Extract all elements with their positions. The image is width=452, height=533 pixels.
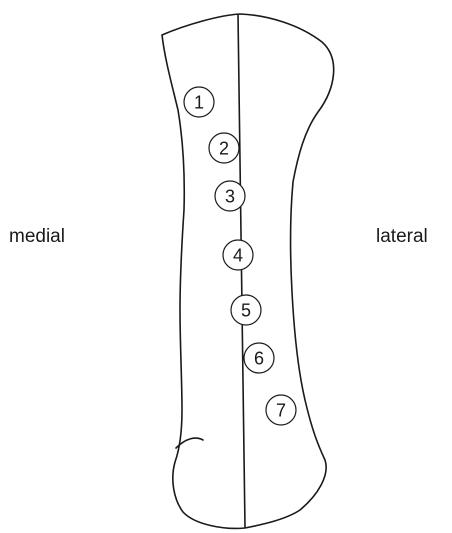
- label-medial: medial: [9, 226, 65, 247]
- marker-7-label: 7: [276, 401, 286, 421]
- marker-6-label: 6: [254, 349, 264, 369]
- marker-5-label: 5: [241, 301, 251, 321]
- marker-4-label: 4: [233, 246, 243, 266]
- bone-outline: [162, 14, 334, 528]
- marker-4: 4: [223, 240, 253, 270]
- marker-7: 7: [266, 395, 296, 425]
- marker-3: 3: [215, 181, 245, 211]
- marker-6: 6: [244, 343, 274, 373]
- marker-5: 5: [231, 295, 261, 325]
- marker-2-label: 2: [219, 139, 229, 159]
- label-lateral: lateral: [376, 226, 428, 247]
- marker-3-label: 3: [225, 187, 235, 207]
- marker-1-label: 1: [194, 93, 204, 113]
- axis-line: [238, 14, 245, 528]
- marker-1: 1: [184, 87, 214, 117]
- marker-2: 2: [209, 133, 239, 163]
